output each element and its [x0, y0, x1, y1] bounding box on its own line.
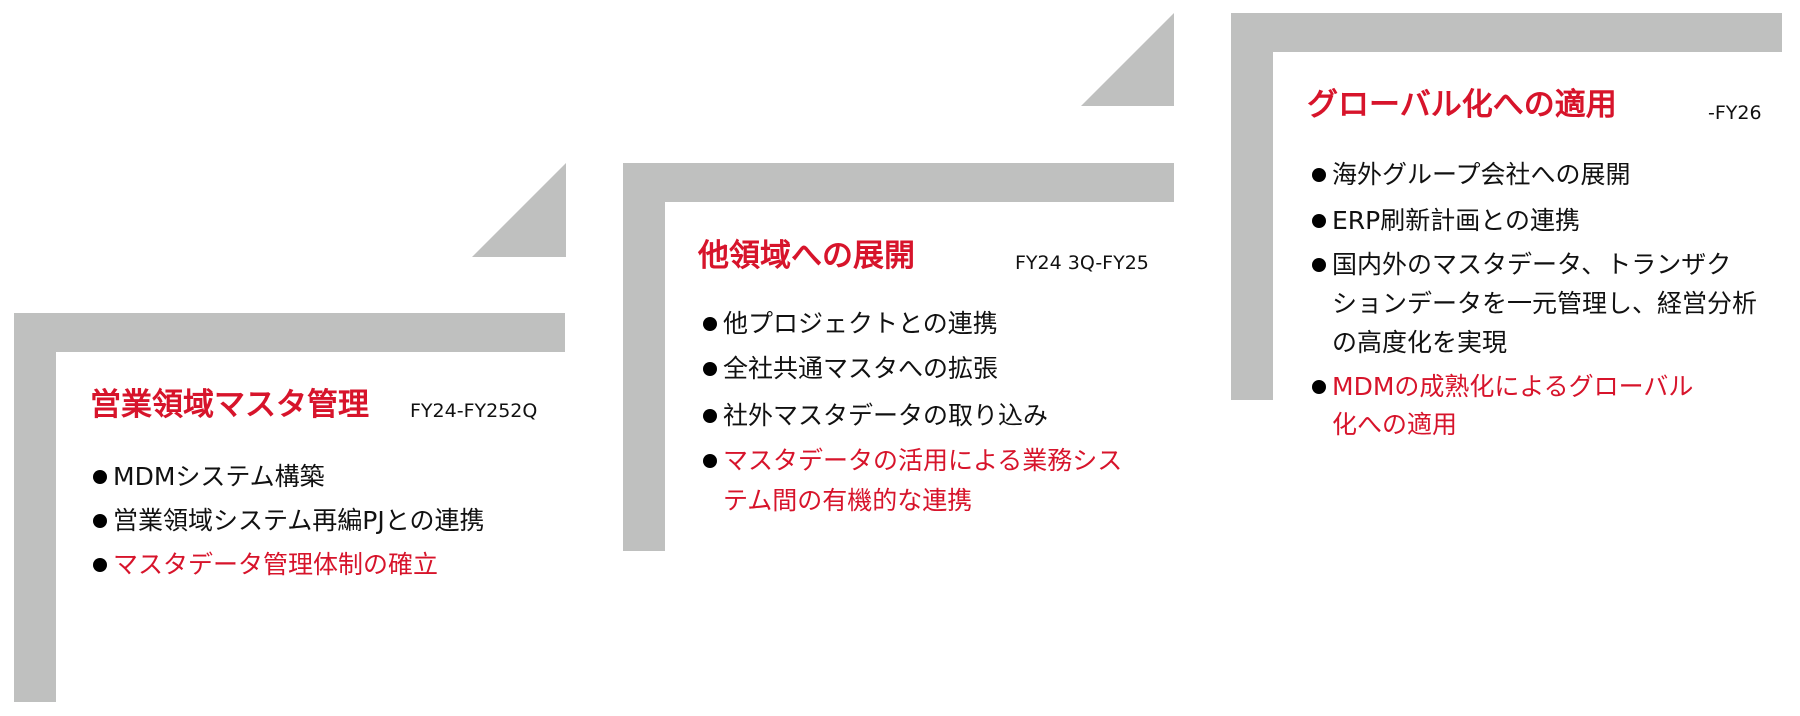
- step2-period: FY24 3Q-FY25: [1015, 252, 1149, 274]
- step1-item-2: 営業領域システム再編PJとの連携: [93, 499, 484, 543]
- step3-frame-left-bar: [1231, 13, 1273, 400]
- step1-bullet-list: MDMシステム構築 営業領域システム再編PJとの連携 マスタデータ管理体制の確立: [93, 455, 484, 587]
- step3-period: -FY26: [1708, 102, 1762, 124]
- bullet-dot-icon: [1312, 214, 1326, 228]
- step1-title: 営業領域マスタ管理: [90, 387, 369, 423]
- step1-period: FY24-FY252Q: [410, 400, 538, 422]
- bullet-dot-icon: [93, 514, 107, 528]
- bullet-dot-icon: [703, 317, 717, 331]
- step1-frame-left-bar: [14, 313, 56, 702]
- bullet-dot-icon: [1312, 258, 1326, 272]
- bullet-dot-icon: [1312, 380, 1326, 394]
- step1-item-1: MDMシステム構築: [93, 455, 484, 499]
- bullet-dot-icon: [703, 454, 717, 468]
- step2-item-4-highlight: マスタデータの活用による業務シス テム間の有機的な連携: [703, 441, 1122, 521]
- bullet-dot-icon: [93, 558, 107, 572]
- bullet-dot-icon: [703, 362, 717, 376]
- step3-title: グローバル化への適用: [1307, 87, 1617, 123]
- step3-item-4-highlight: MDMの成熟化によるグローバル 化への適用: [1312, 368, 1757, 444]
- step1-item-3-highlight: マスタデータ管理体制の確立: [93, 543, 484, 587]
- step2-frame-left-bar: [623, 163, 665, 551]
- step3-bullet-list: 海外グループ会社への展開 ERP刷新計画との連携 国内外のマスタデータ、トランザ…: [1312, 153, 1757, 444]
- step2-item-1: 他プロジェクトとの連携: [703, 302, 1122, 345]
- step3-item-3: 国内外のマスタデータ、トランザク ションデータを一元管理し、経営分析 の高度化を…: [1312, 245, 1757, 362]
- step2-bullet-list: 他プロジェクトとの連携 全社共通マスタへの拡張 社外マスタデータの取り込み マス…: [703, 302, 1122, 521]
- step2-arrow-triangle-icon: [1081, 13, 1174, 106]
- step3-item-1: 海外グループ会社への展開: [1312, 153, 1757, 197]
- step2-item-2: 全社共通マスタへの拡張: [703, 347, 1122, 390]
- bullet-dot-icon: [703, 409, 717, 423]
- step2-item-3: 社外マスタデータの取り込み: [703, 394, 1122, 437]
- step3-item-2: ERP刷新計画との連携: [1312, 199, 1757, 243]
- step2-frame-top-bar: [623, 163, 1174, 202]
- step1-arrow-triangle-icon: [472, 163, 566, 257]
- bullet-dot-icon: [1312, 168, 1326, 182]
- bullet-dot-icon: [93, 470, 107, 484]
- step3-frame-top-bar: [1231, 13, 1782, 52]
- step1-frame-top-bar: [14, 313, 565, 352]
- step2-title: 他領域への展開: [698, 238, 915, 274]
